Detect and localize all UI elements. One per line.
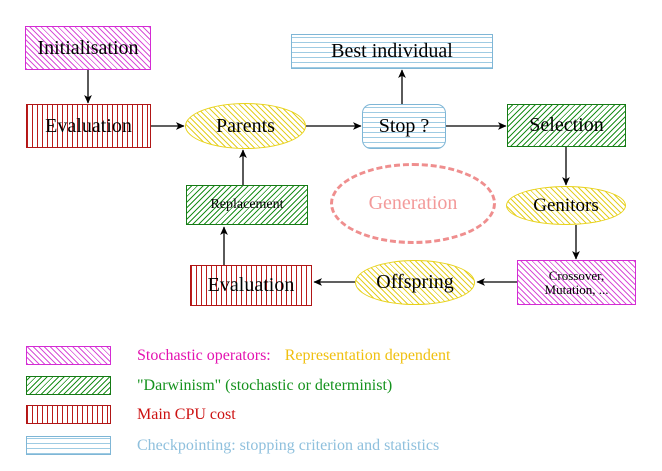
node-best-individual-label: Best individual [331,40,453,62]
legend-text-stochastic-operators: Stochastic operators: [137,346,271,364]
node-crossover-line1: Crossover, [548,267,605,283]
node-replacement[interactable]: Replacement [186,185,308,225]
legend-swatch-magenta-diagonal [26,346,111,365]
node-generation-group: Generation [330,163,496,244]
node-selection-label: Selection [529,114,604,136]
legend-label-stochastic-operators: Stochastic operators: Representation depe… [137,347,450,365]
node-initialisation[interactable]: Initialisation [25,26,151,70]
legend: Stochastic operators: Representation depe… [0,336,662,471]
legend-text-representation-dependent: Representation dependent [284,346,451,364]
node-genitors-label: Genitors [533,194,599,216]
node-evaluation-bottom[interactable]: Evaluation [190,265,312,306]
node-offspring[interactable]: Offspring [355,260,475,305]
node-offspring-label: Offspring [376,271,454,293]
node-parents[interactable]: Parents [185,103,306,149]
legend-text-main-cpu-cost: Main CPU cost [137,405,236,423]
node-crossover-mutation-label: Crossover, Mutation, ... [541,269,613,296]
node-best-individual[interactable]: Best individual [291,34,493,69]
node-initialisation-label: Initialisation [37,36,139,59]
node-crossover-line2: Mutation, ... [544,281,609,297]
node-parents-label: Parents [216,114,275,137]
node-selection[interactable]: Selection [507,104,626,147]
node-evaluation-bottom-label: Evaluation [207,274,295,296]
node-evaluation-top-label: Evaluation [45,114,132,137]
legend-row-main-cpu-cost: Main CPU cost [26,405,236,424]
legend-text-checkpointing: Checkpointing: stopping criterion and st… [137,436,440,454]
legend-swatch-blue-horizontal [26,436,111,455]
node-evaluation-top[interactable]: Evaluation [26,104,151,148]
legend-row-checkpointing: Checkpointing: stopping criterion and st… [26,436,439,455]
node-generation-label: Generation [368,192,458,214]
legend-swatch-red-vertical [26,405,111,424]
node-stop[interactable]: Stop ? [362,104,446,149]
node-crossover-mutation[interactable]: Crossover, Mutation, ... [517,260,636,305]
node-genitors[interactable]: Genitors [506,186,626,225]
legend-swatch-green-diagonal [26,376,111,395]
node-replacement-label: Replacement [210,196,284,212]
node-stop-label: Stop ? [378,115,430,137]
legend-text-darwinism: "Darwinism" (stochastic or determinist) [137,376,393,394]
legend-row-stochastic-operators: Stochastic operators: Representation depe… [26,346,450,365]
legend-row-darwinism: "Darwinism" (stochastic or determinist) [26,376,392,395]
